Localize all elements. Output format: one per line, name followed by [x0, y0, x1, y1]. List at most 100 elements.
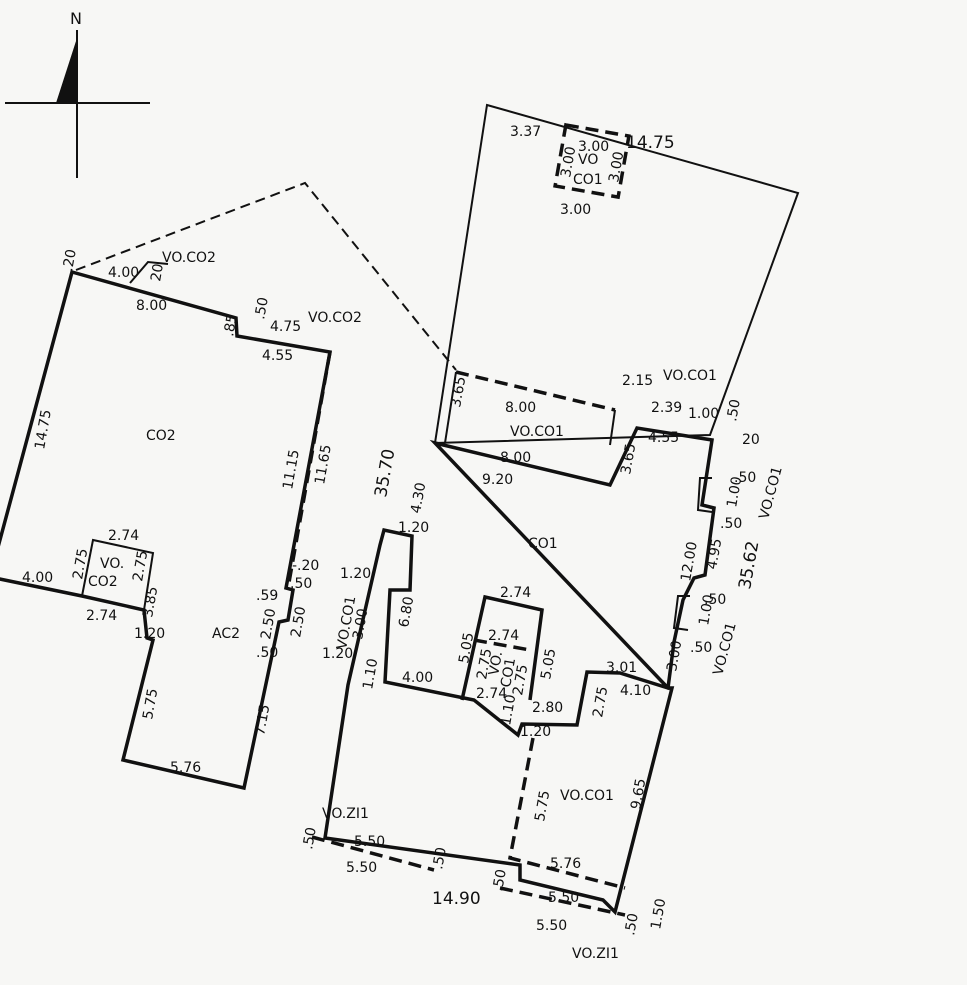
label-co2: CO2 [146, 428, 176, 444]
label-vo-co1-right2: VO.CO1 [710, 621, 739, 677]
dim: 2.50 [288, 605, 309, 638]
building-co1-outline [323, 426, 716, 916]
label-vo-zi1-bottom: VO.ZI1 [572, 946, 619, 962]
dim: 3.65 [448, 375, 469, 408]
top-parcel-outline [433, 103, 800, 445]
north-arrow-icon: N [5, 9, 150, 178]
dim: .50 [252, 296, 272, 321]
co1-inner-room [460, 594, 544, 701]
dim: 4.10 [620, 683, 651, 699]
dim: 8.00 [505, 400, 536, 416]
dim: 9.65 [628, 777, 649, 810]
dim: 3.01 [606, 660, 637, 676]
dim: 5.75 [140, 687, 161, 720]
dim: 2.75 [590, 685, 611, 718]
label-vo-co2-right: VO.CO2 [308, 310, 362, 326]
dim: 20 [742, 432, 760, 448]
dim: 3.00 [578, 139, 609, 155]
co1-bottom-right-dashed [499, 886, 626, 917]
dim: .59 [256, 588, 278, 604]
co1-inner-dashed [473, 638, 531, 652]
dim: 2.74 [488, 628, 519, 644]
co1-lower-dashed-room [507, 737, 626, 890]
dim: 8.00 [136, 298, 167, 314]
dim: 3.00 [606, 150, 627, 183]
dim: 2.80 [532, 700, 563, 716]
dim: -.20 [292, 558, 319, 574]
dim: 2.74 [476, 686, 507, 702]
dim: 20 [148, 262, 167, 282]
dim: 3.00 [560, 202, 591, 218]
dim: 4.55 [262, 348, 293, 364]
dim: 4.75 [270, 319, 301, 335]
dim: 1.10 [360, 657, 381, 690]
dim: 3.37 [510, 124, 541, 140]
dim: 4.30 [408, 481, 429, 514]
dim: 2.75 [130, 549, 151, 582]
co1-right-niche-2 [672, 595, 690, 631]
dim: 1.20 [520, 724, 551, 740]
dim: .85 [221, 313, 241, 338]
dim: 14.90 [432, 889, 481, 909]
dim: 3.00 [558, 145, 579, 178]
dim: 1.00 [724, 475, 745, 508]
dim: 3.00 [350, 607, 371, 640]
label-vo-co1-bottom: VO.CO1 [560, 788, 614, 804]
dim: 2.74 [500, 585, 531, 601]
toproom-right-wall [609, 409, 616, 446]
dim: .50 [690, 640, 712, 656]
dim: 1.50 [648, 897, 669, 930]
label-vo-co1-inner-b: CO1 [498, 657, 519, 689]
dim: 6.80 [396, 595, 417, 628]
dim: 2.74 [108, 528, 139, 544]
dim: 9.20 [482, 472, 513, 488]
dim: .50 [490, 868, 510, 893]
dim: 5.50 [548, 890, 579, 906]
dim: 5.05 [538, 647, 559, 680]
label-vo-co1-top: VO.CO1 [663, 368, 717, 384]
label-vo-co2-top: VO.CO2 [162, 250, 216, 266]
dim: .50 [622, 912, 642, 937]
dim: 2.50 [258, 607, 279, 640]
dim: 5.50 [354, 834, 385, 850]
dim: 4.00 [402, 670, 433, 686]
dim: 7.15 [252, 703, 273, 736]
dim: 3.85 [140, 585, 161, 618]
dim: 4.55 [648, 430, 679, 446]
dim: .50 [256, 645, 278, 661]
dim: .50 [720, 516, 742, 532]
vo-co1-square [553, 122, 631, 200]
dim: 35.70 [371, 447, 399, 498]
label-ac2: AC2 [212, 626, 240, 642]
dim: 1.00 [696, 593, 717, 626]
co1-right-niche-1 [696, 477, 713, 513]
dim: .50 [290, 576, 312, 592]
dim: 4.00 [22, 570, 53, 586]
dim: 35.62 [735, 539, 763, 590]
dim: 11.15 [280, 448, 303, 490]
building-co2-outline [0, 269, 333, 791]
dim: 4.95 [704, 537, 725, 570]
dim: 2.75 [474, 647, 495, 680]
dim: 1.00 [688, 406, 719, 422]
dim: .50 [724, 398, 744, 423]
dim: .50 [300, 826, 320, 851]
dim: 5.50 [536, 918, 567, 934]
dim: 11.65 [312, 443, 335, 485]
label-vo-zi1-left: VO.ZI1 [322, 806, 369, 822]
dim: 2.15 [622, 373, 653, 389]
dim: 3.00 [664, 639, 685, 672]
dim: 1.20 [340, 566, 371, 582]
dim: 5.76 [170, 760, 201, 776]
co1-bottom-left-dashed [311, 835, 435, 872]
dim: 5.76 [550, 856, 581, 872]
dim: 5.50 [346, 860, 377, 876]
dim: 1.20 [322, 646, 353, 662]
label-vo-co1-toproom: VO.CO1 [510, 424, 564, 440]
dim: .50 [430, 846, 450, 871]
label-vo-co1-inner-a: VO. [486, 650, 506, 677]
label-vo-co1-sq-b: CO1 [573, 172, 603, 188]
dim: 8.00 [500, 450, 531, 466]
dim: 2.74 [86, 608, 117, 624]
dim: .50 [734, 470, 756, 486]
